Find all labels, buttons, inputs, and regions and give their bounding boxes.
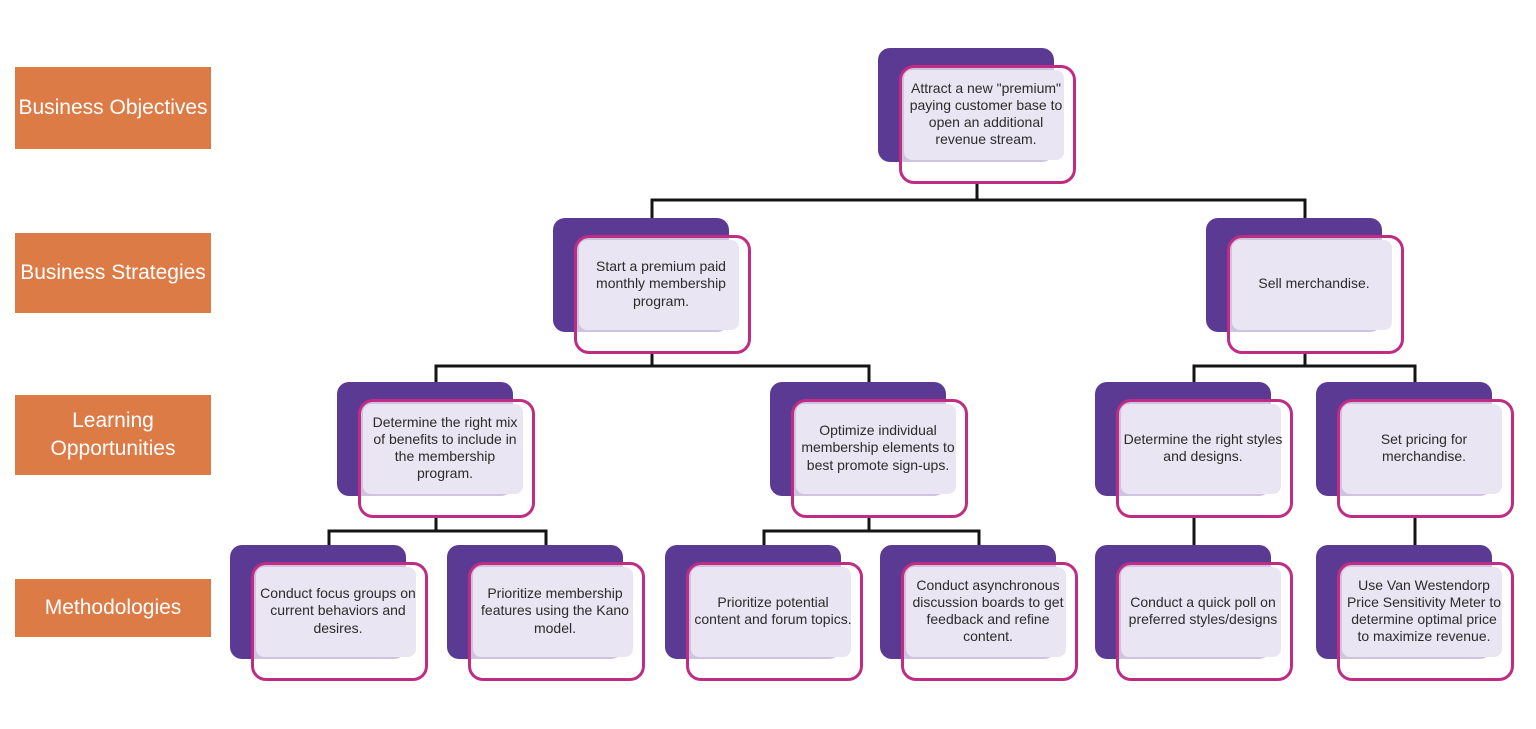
node-text: Prioritize potential content and forum t… (694, 593, 852, 627)
row-label-methodologies: Methodologies (15, 579, 211, 637)
row-label-business-objectives: Business Objectives (15, 67, 211, 149)
node-fill-panel (579, 240, 739, 330)
node-text: Set pricing for merchandise. (1380, 430, 1468, 464)
node-fill-panel (1342, 567, 1502, 657)
node-fill-panel (473, 567, 633, 657)
node-text: Conduct asynchronous discussion boards t… (912, 576, 1064, 645)
node-fill-panel (256, 567, 416, 657)
node-text: Prioritize membership features using the… (481, 585, 629, 636)
node-fill-panel (1121, 567, 1281, 657)
node-van-westendorp: Use Van Westendorp Price Sensitivity Met… (1316, 545, 1514, 681)
node-async-boards: Conduct asynchronous discussion boards t… (880, 545, 1078, 681)
node-set-pricing: Set pricing for merchandise. (1316, 382, 1514, 518)
node-fill-panel (363, 404, 523, 494)
node-fill-panel (691, 567, 851, 657)
row-label-business-strategies: Business Strategies (15, 233, 211, 313)
row-label-learning-opportunities: Learning Opportunities (15, 395, 211, 475)
node-text: Conduct a quick poll on preferred styles… (1128, 593, 1278, 627)
node-optimize-elements: Optimize individual membership elements … (770, 382, 968, 518)
node-text: Use Van Westendorp Price Sensitivity Met… (1346, 576, 1502, 645)
node-fill-panel (906, 567, 1066, 657)
node-quick-poll: Conduct a quick poll on preferred styles… (1095, 545, 1293, 681)
node-sell-merchandise: Sell merchandise. (1206, 218, 1404, 354)
node-styles-designs: Determine the right styles and designs. (1095, 382, 1293, 518)
node-start-premium: Start a premium paid monthly membership … (553, 218, 751, 354)
node-text: Start a premium paid monthly membership … (596, 258, 726, 309)
node-text: Sell merchandise. (1258, 275, 1370, 292)
node-benefits-mix: Determine the right mix of benefits to i… (337, 382, 535, 518)
node-fill-panel (796, 404, 956, 494)
node-forum-topics: Prioritize potential content and forum t… (665, 545, 863, 681)
node-root: Attract a new "premium" paying customer … (878, 48, 1076, 184)
node-text: Optimize individual membership elements … (801, 422, 955, 473)
node-text: Attract a new "premium" paying customer … (909, 79, 1063, 148)
node-fill-panel (1121, 404, 1281, 494)
node-fill-panel (904, 70, 1064, 160)
node-fill-panel (1342, 404, 1502, 494)
node-kano-model: Prioritize membership features using the… (447, 545, 645, 681)
node-fill-panel (1232, 240, 1392, 330)
node-focus-groups: Conduct focus groups on current behavior… (230, 545, 428, 681)
node-text: Conduct focus groups on current behavior… (260, 585, 416, 636)
node-text: Determine the right mix of benefits to i… (372, 413, 518, 482)
node-text: Determine the right styles and designs. (1123, 430, 1283, 464)
